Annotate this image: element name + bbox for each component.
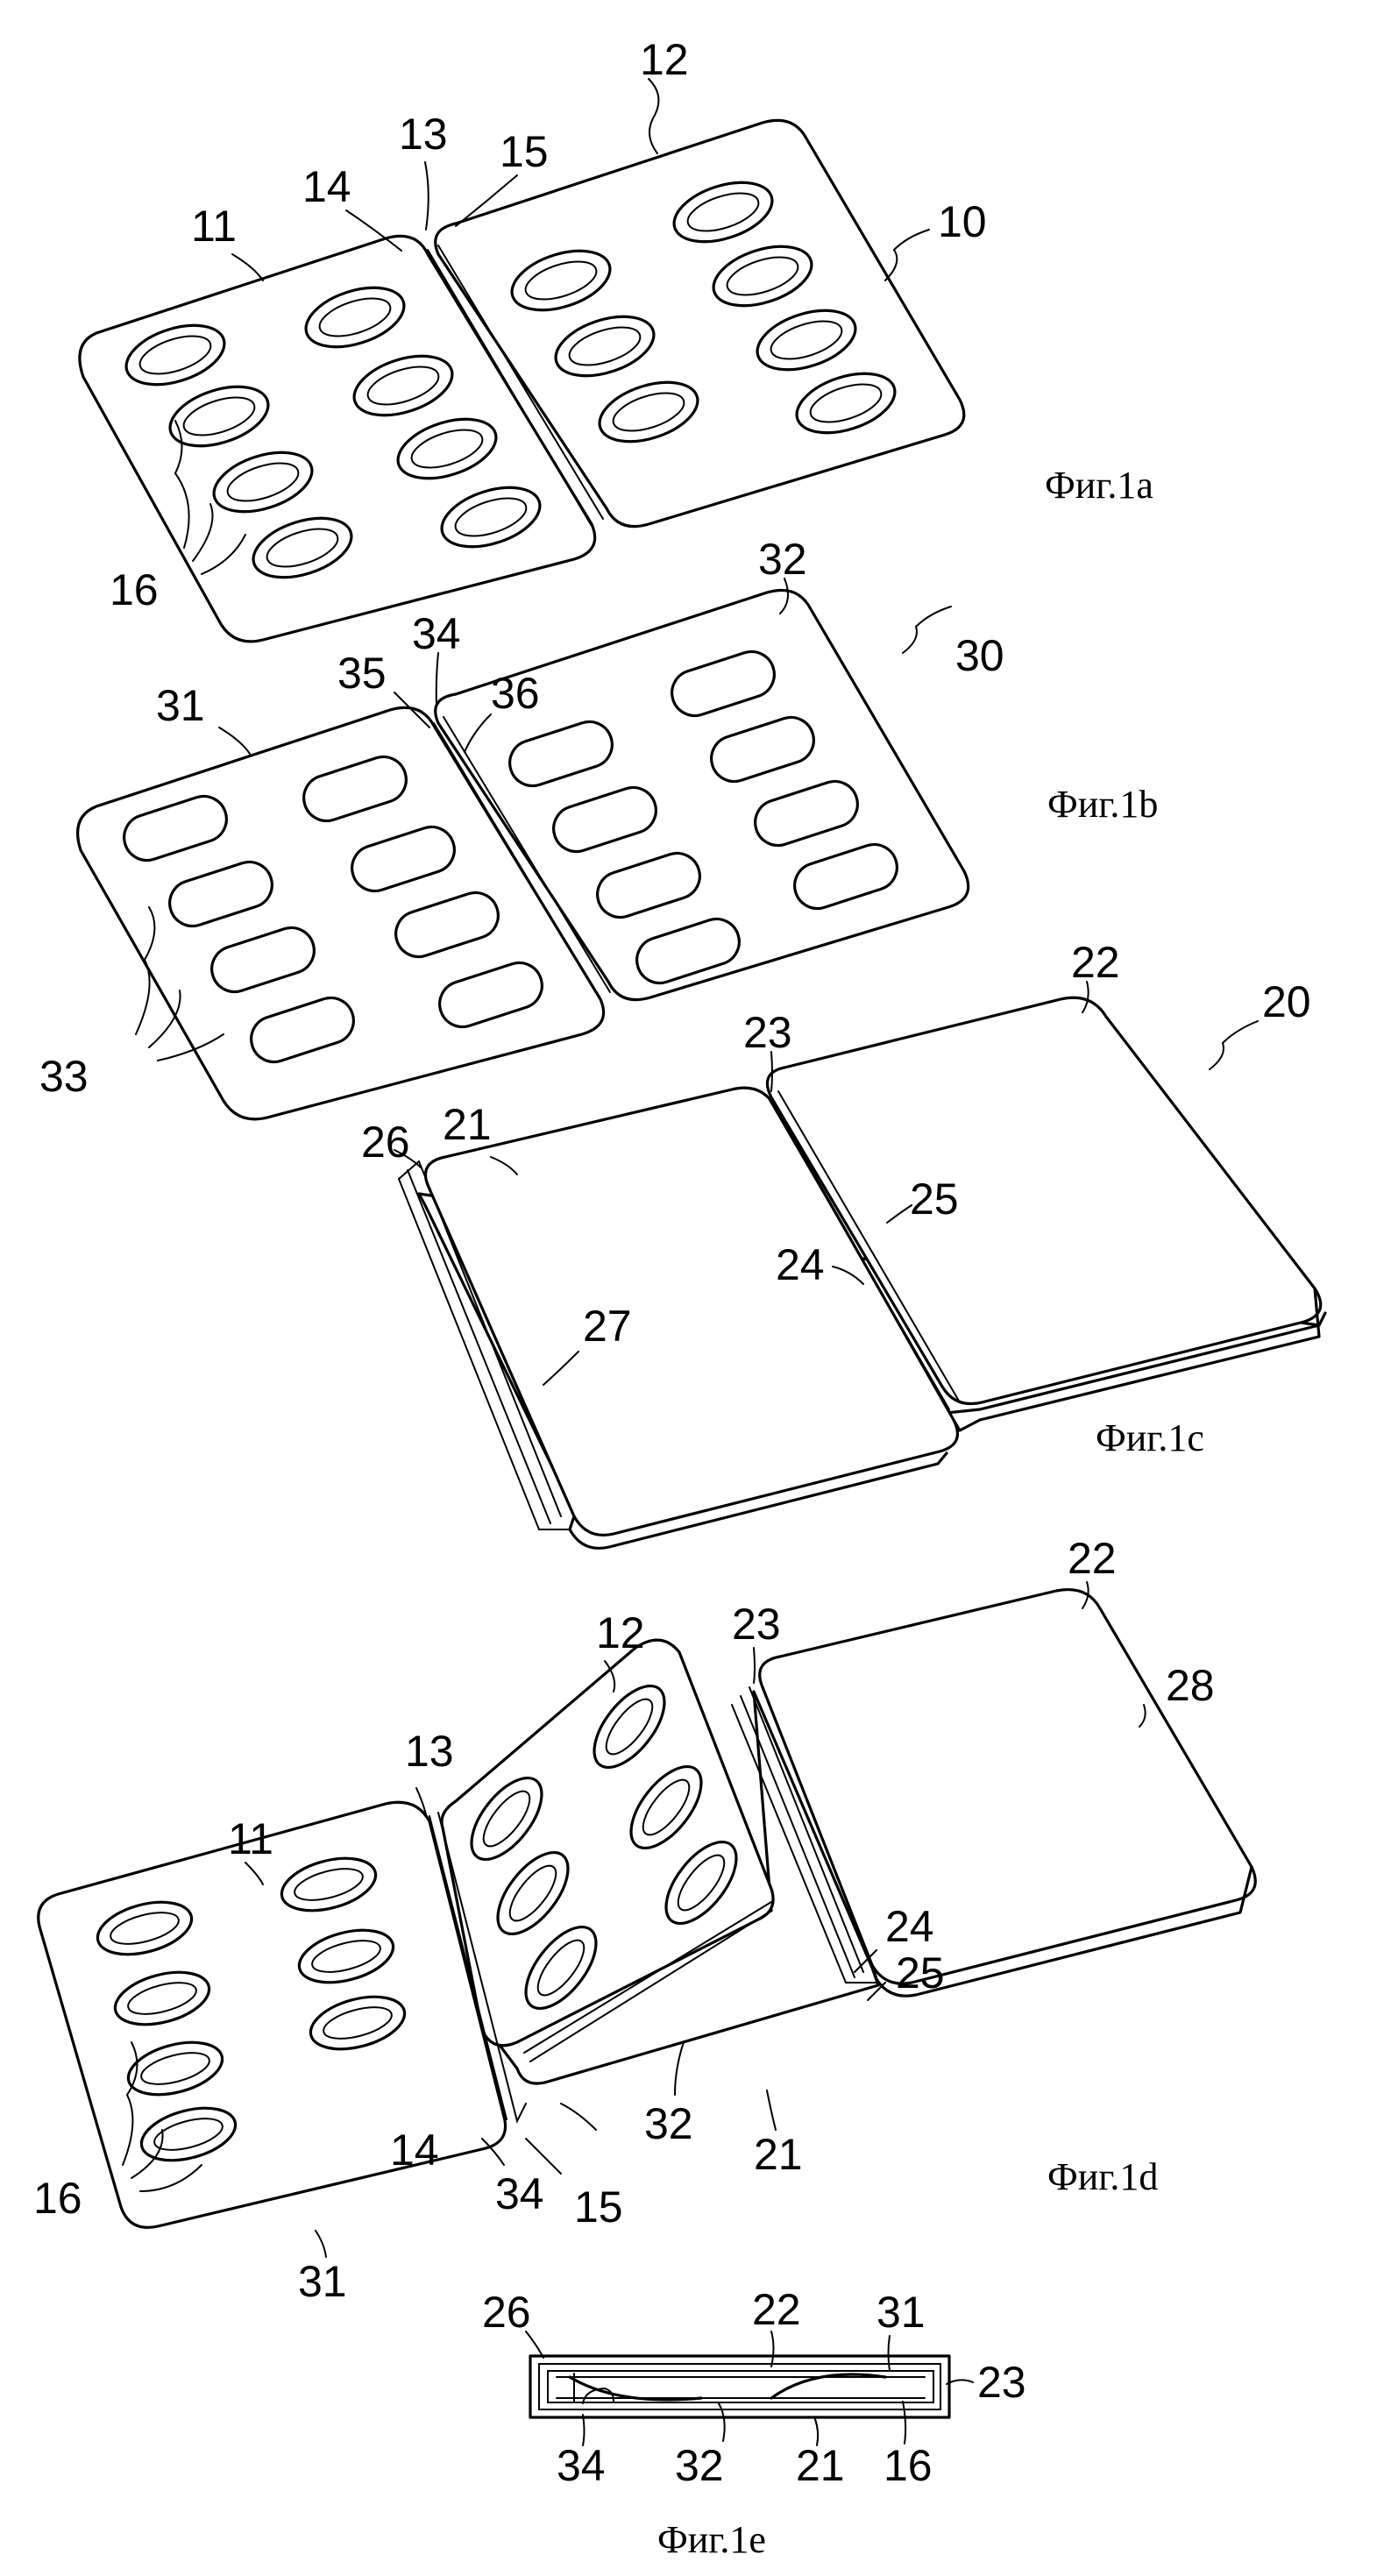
fig-1e-cross-section: 26 22 31 23 34 32 21 16 Фиг.1e xyxy=(482,2285,1026,2561)
label-31-d: 31 xyxy=(298,2257,347,2306)
label-35: 35 xyxy=(337,649,387,698)
label-23-e: 23 xyxy=(977,2358,1026,2407)
label-34-e: 34 xyxy=(557,2441,606,2490)
label-10: 10 xyxy=(938,197,987,246)
label-14-d: 14 xyxy=(390,2125,439,2175)
fig-1d-assembly: 22 12 28 23 13 11 24 25 16 14 32 21 34 1… xyxy=(33,1534,1255,2306)
label-16-d: 16 xyxy=(33,2174,82,2223)
caption-fig-1a: Фиг.1a xyxy=(1045,464,1153,507)
label-31: 31 xyxy=(156,681,205,730)
label-11: 11 xyxy=(191,202,237,251)
label-22: 22 xyxy=(1071,938,1120,987)
caption-fig-1c: Фиг.1c xyxy=(1096,1416,1204,1459)
label-13-d: 13 xyxy=(405,1727,454,1776)
label-23-d: 23 xyxy=(732,1600,781,1649)
label-21: 21 xyxy=(443,1100,492,1149)
label-11-d: 11 xyxy=(228,1814,273,1863)
label-25: 25 xyxy=(910,1174,959,1224)
label-34: 34 xyxy=(412,609,461,658)
fig-1a-blister-strip: 12 13 15 14 11 10 16 Фиг.1a xyxy=(80,35,1153,642)
label-27: 27 xyxy=(583,1302,632,1351)
blister-16-e xyxy=(771,2374,885,2398)
label-32-e: 32 xyxy=(675,2441,724,2490)
label-24: 24 xyxy=(776,1240,825,1289)
label-32: 32 xyxy=(758,535,807,584)
label-22-d: 22 xyxy=(1068,1534,1117,1583)
label-24-d: 24 xyxy=(885,1902,934,1951)
label-12: 12 xyxy=(640,35,689,84)
label-34-d: 34 xyxy=(495,2169,544,2218)
label-31-e: 31 xyxy=(876,2288,926,2337)
label-20: 20 xyxy=(1262,977,1311,1026)
label-21-e: 21 xyxy=(796,2441,845,2490)
label-16: 16 xyxy=(110,565,159,614)
label-28: 28 xyxy=(1166,1661,1215,1710)
label-25-d: 25 xyxy=(896,1948,945,1998)
label-15-d: 15 xyxy=(574,2182,623,2232)
label-30: 30 xyxy=(955,631,1004,680)
label-21-d: 21 xyxy=(754,2130,803,2179)
label-16-e: 16 xyxy=(884,2441,933,2490)
caption-fig-1e: Фиг.1e xyxy=(657,2518,766,2561)
label-26-e: 26 xyxy=(482,2288,531,2337)
label-22-e: 22 xyxy=(752,2285,801,2334)
label-14: 14 xyxy=(302,162,351,211)
label-36: 36 xyxy=(491,669,540,718)
label-26: 26 xyxy=(361,1118,410,1167)
blister-34-e xyxy=(570,2377,701,2400)
label-13: 13 xyxy=(399,110,448,159)
label-15: 15 xyxy=(500,127,549,176)
caption-fig-1d: Фиг.1d xyxy=(1047,2155,1158,2198)
label-23: 23 xyxy=(743,1008,792,1057)
caption-fig-1b: Фиг.1b xyxy=(1047,783,1158,826)
label-33: 33 xyxy=(39,1052,89,1101)
label-32-d: 32 xyxy=(644,2099,693,2148)
label-12-d: 12 xyxy=(596,1608,645,1657)
